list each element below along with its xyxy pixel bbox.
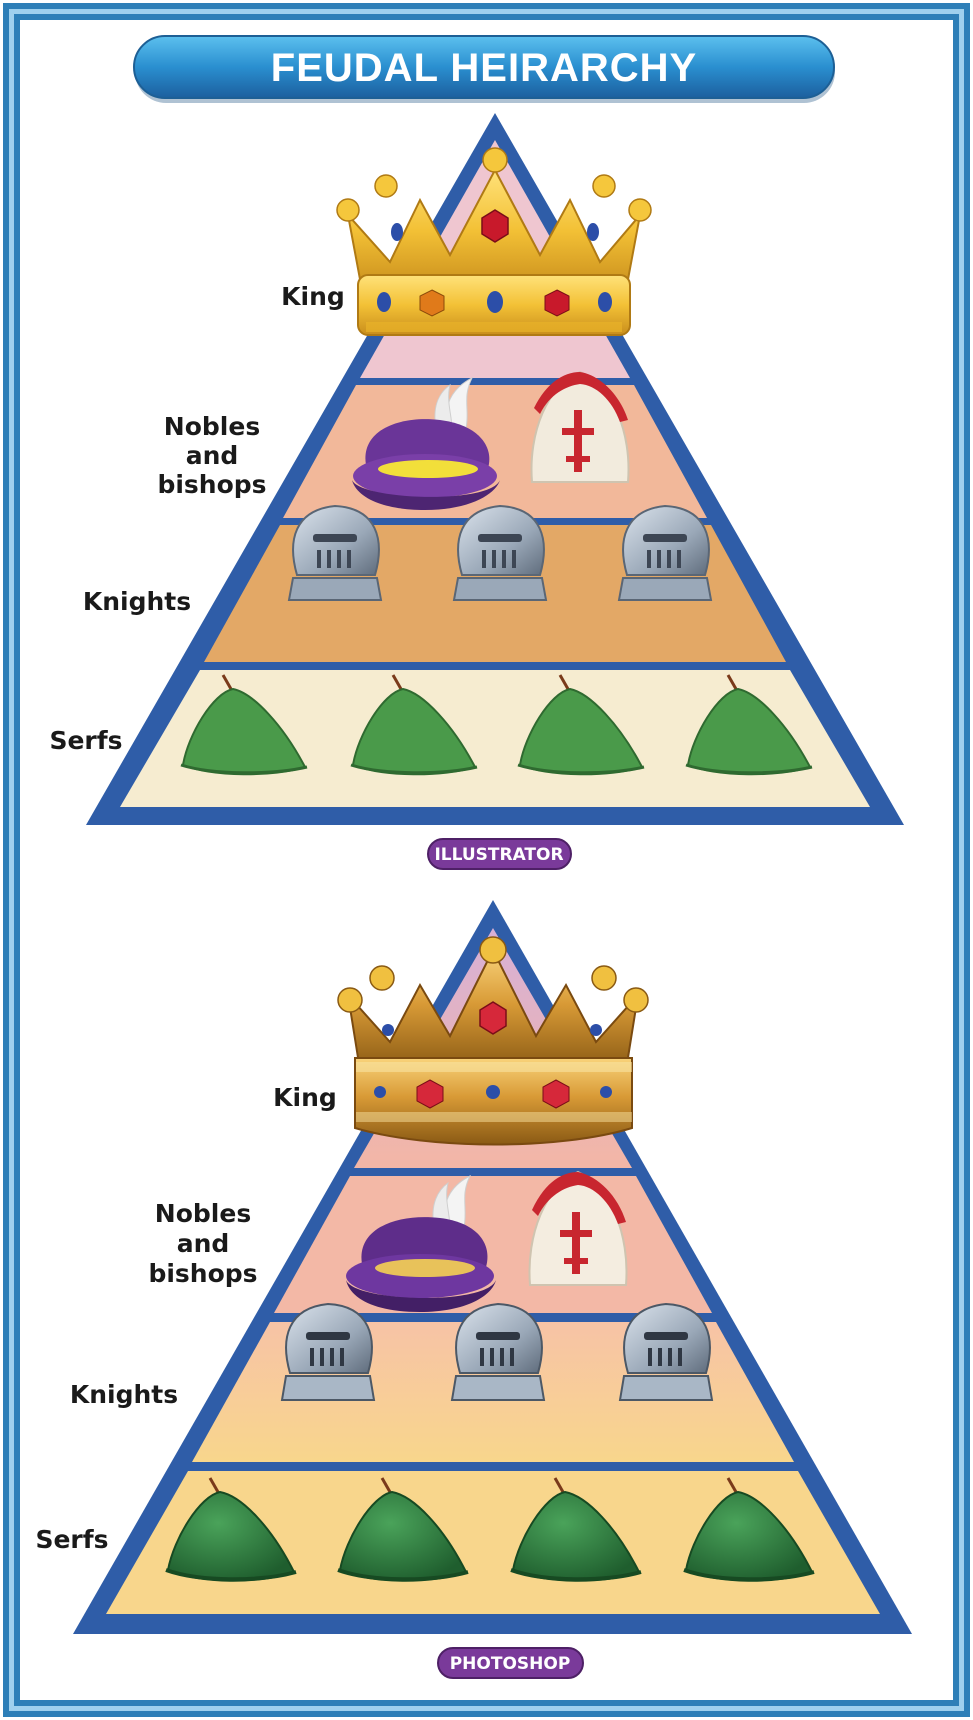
noble-hat-icon xyxy=(352,376,500,510)
serf-cap-icon xyxy=(517,674,645,776)
pyramid-illustrator: King Nobles and bishops Knights Serfs xyxy=(49,113,904,825)
tier-label-serfs: Serfs xyxy=(35,1525,108,1554)
tier-nobles xyxy=(274,1176,712,1313)
knight-helmet-icon xyxy=(450,1302,546,1401)
knight-helmet-icon xyxy=(280,1302,376,1401)
tier-label-nobles-line2: and xyxy=(177,1229,230,1258)
tier-label-nobles-line3: bishops xyxy=(157,470,266,499)
tier-label-nobles-line3: bishops xyxy=(148,1259,257,1288)
tier-label-knights: Knights xyxy=(83,587,191,616)
serf-cap-icon xyxy=(180,674,308,776)
tier-label-knights: Knights xyxy=(70,1380,178,1409)
noble-hat-icon xyxy=(346,1174,496,1312)
mitre-icon xyxy=(530,370,630,483)
serf-cap-icon xyxy=(350,674,478,776)
serf-cap-icon xyxy=(165,1477,297,1582)
page-title: FEUDAL HEIRARCHY xyxy=(271,46,697,90)
crown-icon xyxy=(337,936,649,1146)
tier-nobles xyxy=(283,385,707,518)
tier-label-nobles-line1: Nobles xyxy=(155,1199,251,1228)
illustrator-badge: ILLUSTRATOR xyxy=(427,838,572,870)
knight-helmet-icon xyxy=(618,1302,714,1401)
serf-cap-icon xyxy=(510,1477,642,1582)
tier-label-king: King xyxy=(281,282,345,311)
tier-label-nobles-line1: Nobles xyxy=(164,412,260,441)
knight-helmet-icon xyxy=(452,504,548,601)
serf-cap-icon xyxy=(685,674,813,776)
illustrator-badge-label: ILLUSTRATOR xyxy=(434,845,563,865)
pyramid-photoshop: King Nobles and bishops Knights Serfs xyxy=(35,900,912,1634)
photoshop-badge-label: PHOTOSHOP xyxy=(450,1654,571,1674)
tier-serfs xyxy=(120,670,870,807)
knight-helmet-icon xyxy=(617,504,713,601)
mitre-icon xyxy=(528,1170,628,1286)
serf-cap-icon xyxy=(683,1477,815,1582)
photoshop-badge: PHOTOSHOP xyxy=(437,1647,584,1679)
tier-serfs xyxy=(106,1471,880,1614)
crown-icon xyxy=(336,147,652,336)
knight-helmet-icon xyxy=(287,504,383,601)
title-banner: FEUDAL HEIRARCHY xyxy=(133,35,835,103)
tier-label-nobles-line2: and xyxy=(186,441,239,470)
tier-label-serfs: Serfs xyxy=(49,726,122,755)
serf-cap-icon xyxy=(337,1477,469,1582)
tier-label-king: King xyxy=(273,1083,337,1112)
